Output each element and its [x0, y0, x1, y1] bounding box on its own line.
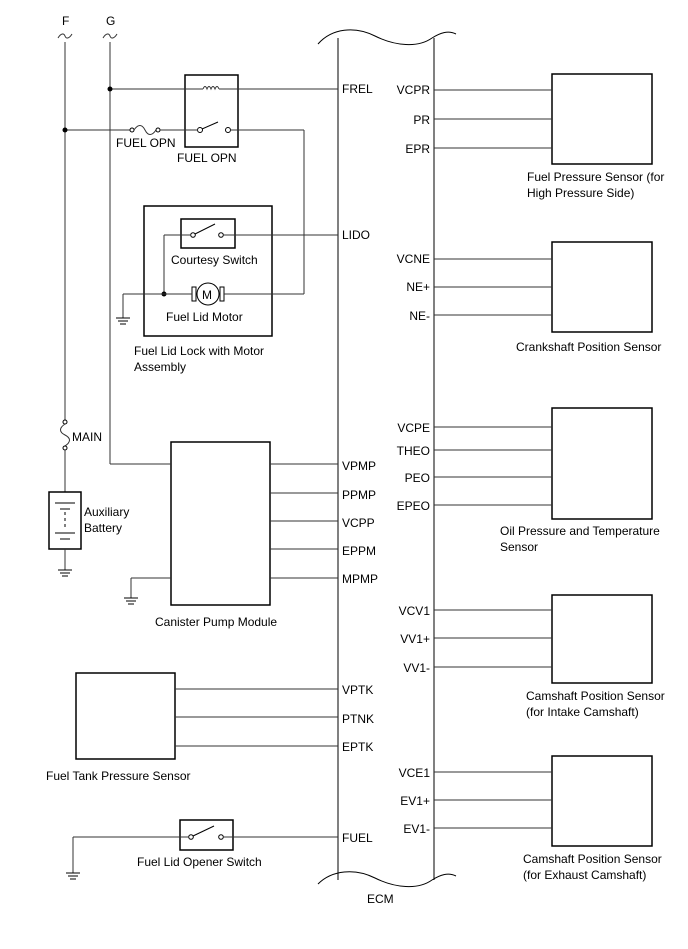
pin-vcv1: VCV1 — [399, 604, 431, 618]
break-icon — [57, 33, 73, 39]
auxiliary-battery: Auxiliary Battery — [48, 491, 129, 550]
fuel-opn-relay-label: FUEL OPN — [177, 151, 237, 165]
fuel-opn-fuse-label: FUEL OPN — [116, 136, 176, 150]
fuse-icon — [60, 423, 70, 447]
courtesy-switch-label: Courtesy Switch — [171, 253, 258, 267]
pin-vcne: VCNE — [397, 252, 430, 266]
ground-icon — [58, 569, 72, 577]
break-icon — [102, 33, 118, 39]
courtesy-switch — [180, 218, 236, 249]
junction-dot — [107, 86, 113, 92]
pin-eptk: EPTK — [342, 740, 373, 754]
ecm-block: ECM — [317, 29, 457, 906]
connector-f: F — [57, 14, 73, 420]
ecm-label: ECM — [367, 892, 394, 906]
pin-ppmp: PPMP — [342, 488, 376, 502]
pin-ptnk: PTNK — [342, 712, 374, 726]
fuel-lid-lock-label-2: Assembly — [134, 360, 186, 374]
fuel-opn-relay: FUEL OPN — [177, 74, 239, 165]
pin-theo: THEO — [397, 444, 430, 458]
fuel-lid-opener-switch-label: Fuel Lid Opener Switch — [137, 855, 262, 869]
main-fuse-label: MAIN — [72, 430, 102, 444]
fuse-icon — [133, 125, 157, 135]
switch-contact-icon — [194, 223, 216, 235]
oil-pressure-temperature-sensor: Oil Pressure and Temperature Sensor — [500, 407, 660, 554]
camshaft-intake-label-2: (for Intake Camshaft) — [526, 705, 639, 719]
pin-ev1-plus: EV1+ — [400, 794, 430, 808]
crankshaft-position-sensor: Crankshaft Position Sensor — [516, 241, 661, 354]
junction-dot — [62, 127, 68, 133]
canister-pump-module-label: Canister Pump Module — [155, 615, 277, 629]
pin-epr: EPR — [405, 142, 430, 156]
pin-ev1-minus: EV1- — [403, 822, 430, 836]
pin-fuel: FUEL — [342, 831, 373, 845]
fuel-lid-opener-switch: Fuel Lid Opener Switch — [137, 819, 262, 869]
oil-pressure-temperature-sensor-label-2: Sensor — [500, 540, 538, 554]
ecm-right-pins: VCPR PR EPR VCNE NE+ NE- VCPE THEO PEO E… — [397, 83, 431, 836]
ecm-left-pins: FREL LIDO VPMP PPMP VCPP EPPM MPMP VPTK … — [342, 82, 378, 845]
pin-eppm: EPPM — [342, 544, 376, 558]
camshaft-exhaust-label-1: Camshaft Position Sensor — [523, 852, 662, 866]
pin-vcpp: VCPP — [342, 516, 375, 530]
pin-mpmp: MPMP — [342, 572, 378, 586]
pin-vcpr: VCPR — [397, 83, 431, 97]
fuel-lid-lock-label-1: Fuel Lid Lock with Motor — [134, 344, 264, 358]
canister-pump-module: Canister Pump Module — [155, 441, 277, 629]
switch-contact-icon — [192, 825, 215, 837]
pin-ne-minus: NE- — [409, 309, 430, 323]
motor-symbol: M — [202, 288, 212, 302]
fuel-lid-motor-label: Fuel Lid Motor — [166, 310, 243, 324]
pin-epeo: EPEO — [397, 499, 430, 513]
connector-f-label: F — [62, 14, 69, 28]
connector-g: G — [102, 14, 118, 464]
camshaft-exhaust-label-2: (for Exhaust Camshaft) — [523, 868, 646, 882]
relay-contact-icon — [201, 121, 219, 130]
coil-icon — [202, 86, 220, 91]
ecm-top-wave — [317, 29, 457, 45]
fuel-lid-lock-assembly: Courtesy Switch M Fuel Lid Motor — [143, 205, 273, 337]
fuel-pressure-sensor-label-1: Fuel Pressure Sensor (for — [527, 170, 664, 184]
pin-vv1-plus: VV1+ — [400, 632, 430, 646]
fuel-opn-fuse: FUEL OPN — [116, 125, 176, 150]
auxiliary-battery-label-1: Auxiliary — [84, 505, 129, 519]
camshaft-position-sensor-exhaust: Camshaft Position Sensor (for Exhaust Ca… — [523, 755, 662, 882]
pin-vcpe: VCPE — [397, 421, 430, 435]
pin-peo: PEO — [405, 471, 430, 485]
auxiliary-battery-label-2: Battery — [84, 521, 122, 535]
ground-icon — [116, 317, 130, 325]
pin-frel: FREL — [342, 82, 373, 96]
pin-vce1: VCE1 — [399, 766, 431, 780]
pin-vptk: VPTK — [342, 683, 373, 697]
pin-vv1-minus: VV1- — [403, 661, 430, 675]
ground-icon — [66, 872, 80, 880]
fuel-pressure-sensor: Fuel Pressure Sensor (for High Pressure … — [527, 73, 664, 200]
fuel-tank-pressure-sensor-label: Fuel Tank Pressure Sensor — [46, 769, 191, 783]
ground-icon — [124, 597, 138, 605]
main-fuse: MAIN — [60, 419, 102, 451]
ecm-bottom-wave — [317, 871, 457, 887]
oil-pressure-temperature-sensor-label-1: Oil Pressure and Temperature — [500, 524, 660, 538]
fuel-pressure-sensor-label-2: High Pressure Side) — [527, 186, 634, 200]
pin-pr: PR — [413, 113, 430, 127]
crankshaft-position-sensor-label: Crankshaft Position Sensor — [516, 340, 661, 354]
connector-g-label: G — [106, 14, 115, 28]
pin-ne-plus: NE+ — [406, 280, 430, 294]
fuel-tank-pressure-sensor: Fuel Tank Pressure Sensor — [46, 672, 191, 783]
camshaft-intake-label-1: Camshaft Position Sensor — [526, 689, 665, 703]
motor-icon — [196, 282, 220, 306]
camshaft-position-sensor-intake: Camshaft Position Sensor (for Intake Cam… — [526, 594, 665, 719]
pin-vpmp: VPMP — [342, 459, 376, 473]
pin-lido: LIDO — [342, 228, 370, 242]
